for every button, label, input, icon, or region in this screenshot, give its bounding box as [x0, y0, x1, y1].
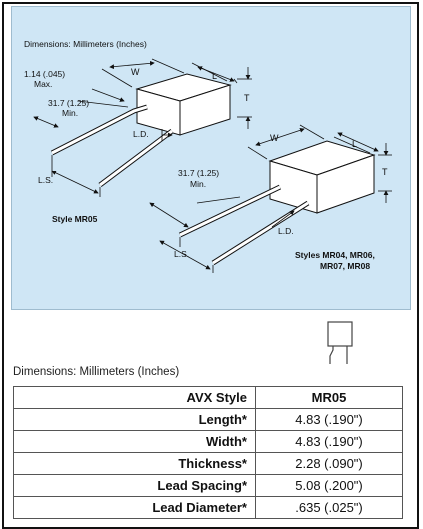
mr05-lead-dia-value: 1.14 (.045): [24, 69, 65, 79]
row-value: 4.83 (.190"): [255, 430, 403, 453]
table-row: Length* 4.83 (.190"): [13, 408, 403, 431]
mr05-body: [50, 73, 232, 187]
mr05-lead-len-value: 31.7 (1.25): [48, 98, 89, 108]
dimension-diagram: Dimensions: Millimeters (Inches): [11, 6, 411, 310]
row-value: 5.08 (.200"): [255, 474, 403, 497]
mr05-dimension-lines: [33, 58, 252, 197]
mr05-l-label: L: [212, 71, 217, 81]
mr05-ld-label: L.D.: [133, 129, 149, 139]
table-row: Width* 4.83 (.190"): [13, 430, 403, 453]
row-label: Length*: [13, 408, 256, 431]
mr04-dimension-lines: [149, 124, 392, 273]
mr05-ls-label: L.S.: [38, 175, 53, 185]
mr04-style-line1: Styles MR04, MR06,: [295, 250, 375, 260]
row-value: 2.28 (.090"): [255, 452, 403, 475]
mr05-lead-dia-max: Max.: [34, 79, 52, 89]
dimensions-table: AVX Style MR05 Length* 4.83 (.190") Widt…: [13, 386, 403, 519]
header-value-cell: MR05: [255, 386, 403, 409]
mr05-w-label: W: [131, 67, 140, 77]
mr04-ls-label: L.S.: [174, 249, 189, 259]
mr04-l-label: L: [352, 139, 357, 149]
table-row: Lead Diameter* .635 (.025"): [13, 496, 403, 519]
diagram-caption: Dimensions: Millimeters (Inches): [24, 39, 147, 49]
mr04-body: [178, 140, 376, 266]
mr04-style-line2: MR07, MR08: [320, 261, 370, 271]
mr05-t-label: T: [244, 93, 250, 103]
mr05-lead-len-min: Min.: [62, 108, 78, 118]
row-label: Lead Diameter*: [13, 496, 256, 519]
mr05-style-label: Style MR05: [52, 214, 98, 224]
row-value: .635 (.025"): [255, 496, 403, 519]
header-label-cell: AVX Style: [13, 386, 256, 409]
table-row: Thickness* 2.28 (.090"): [13, 452, 403, 475]
row-label: Lead Spacing*: [13, 474, 256, 497]
mr04-lead-len-min: Min.: [190, 179, 206, 189]
mr04-lead-len-value: 31.7 (1.25): [178, 168, 219, 178]
row-label: Thickness*: [13, 452, 256, 475]
dimension-drawing: Dimensions: Millimeters (Inches): [24, 39, 392, 273]
mr04-w-label: W: [270, 133, 279, 143]
mr04-ld-label: L.D.: [278, 226, 294, 236]
table-header-row: AVX Style MR05: [13, 386, 403, 409]
row-value: 4.83 (.190"): [255, 408, 403, 431]
component-thumbnail-icon: [327, 321, 353, 364]
table-caption: Dimensions: Millimeters (Inches): [13, 366, 180, 378]
table-row: Lead Spacing* 5.08 (.200"): [13, 474, 403, 497]
mr04-t-label: T: [382, 167, 388, 177]
row-label: Width*: [13, 430, 256, 453]
